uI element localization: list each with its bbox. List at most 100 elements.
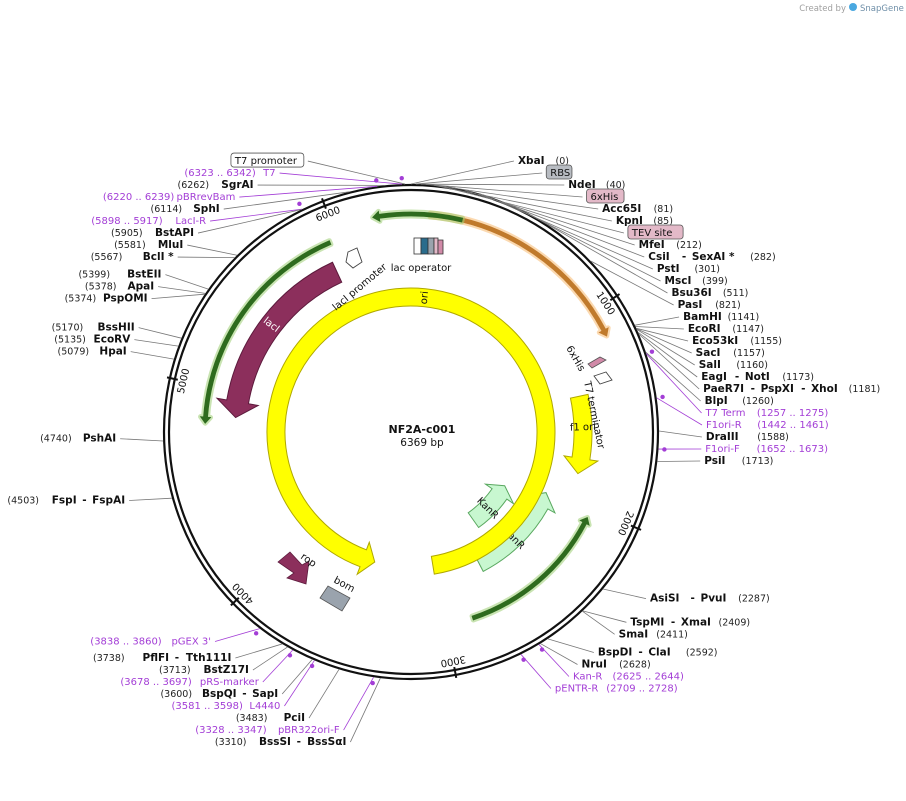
site-pshai-name: PshAI xyxy=(83,433,116,445)
site-bsssi-position: (3310) xyxy=(215,737,247,748)
boxed-t7-promoter-label: T7 promoter xyxy=(234,156,298,167)
site-leader-line xyxy=(582,610,615,635)
primer-t7-term-range: (1257 .. 1275) xyxy=(757,408,829,419)
site-leader-line xyxy=(223,191,350,210)
site-pvui-name: PvuI xyxy=(701,593,727,605)
primer-mark xyxy=(539,647,545,652)
site-leader-line xyxy=(590,260,674,306)
primer-leader-line xyxy=(284,660,315,707)
site-name-separator: - xyxy=(671,616,675,628)
site-leader-line xyxy=(158,286,206,294)
site-leader-line xyxy=(151,293,205,300)
tick-mark xyxy=(230,597,240,607)
site-leader-line xyxy=(505,202,661,282)
site-smai-name: SmaI xyxy=(619,628,649,640)
site-leader-line xyxy=(636,329,695,366)
site-bcli-position: (5567) xyxy=(91,252,123,263)
site-bspqi-position: (3600) xyxy=(160,689,192,700)
site-ecori-name: EcoRI xyxy=(688,323,721,335)
site-mfei-position: (212) xyxy=(676,240,702,251)
feature-arrow xyxy=(471,516,590,621)
site-psti-name: PstI xyxy=(657,263,680,275)
site-leader-line xyxy=(410,160,515,185)
primer-mark xyxy=(287,653,293,658)
tick-mark xyxy=(321,198,327,210)
site-eco53ki-name: Eco53kI xyxy=(692,335,738,347)
sixhis-small-feature xyxy=(587,356,607,369)
site-bsu36i-name: Bsu36I xyxy=(671,287,711,299)
tick-label: 3000 xyxy=(440,653,467,668)
site-leader-line xyxy=(129,497,173,501)
site-apai-name: ApaI xyxy=(127,281,154,293)
site-msci-name: MscI xyxy=(665,275,692,287)
site-blpi-position: (1260) xyxy=(742,396,774,407)
primer-leader-line xyxy=(520,654,552,689)
site-nrui-position: (2628) xyxy=(619,660,651,671)
primer-leader-line xyxy=(343,676,374,731)
primer-pbr322ori-f-range: (3328 .. 3347) xyxy=(195,725,267,736)
site-leader-line xyxy=(120,438,164,442)
site-acc65i-name: Acc65I xyxy=(602,203,641,215)
primer-mark xyxy=(660,394,665,400)
site-name-separator: - xyxy=(297,736,301,748)
lac-operator-label: lac operator xyxy=(391,263,452,274)
site-kpni-position: (85) xyxy=(653,216,673,227)
feature-f1-ori-label: f1 ori xyxy=(570,422,596,434)
site-paer7i-position: (1181) xyxy=(849,384,881,395)
site-saci-name: SacI xyxy=(696,347,721,359)
site-csii-name: CsiI xyxy=(648,251,669,263)
site-pspomi-position: (5374) xyxy=(65,294,97,305)
site-eagi-position: (1173) xyxy=(782,372,814,383)
site-leader-line xyxy=(636,327,689,342)
site-leader-line xyxy=(425,184,583,198)
site-pasi-name: PasI xyxy=(678,299,703,311)
site-bsss-i-name: BssSαI xyxy=(307,736,346,748)
tick-mark xyxy=(453,666,458,679)
site-pflfi-name: PflFI xyxy=(143,652,170,664)
plasmid-length: 6369 bp xyxy=(400,437,444,449)
site-blpi-name: BlpI xyxy=(705,395,728,407)
site-bamhi-position: (1141) xyxy=(728,312,760,323)
site-noti-name: NotI xyxy=(745,371,770,383)
site-bspqi-name: BspQI xyxy=(202,688,237,700)
site-leader-line xyxy=(134,339,179,347)
site-leader-line xyxy=(478,193,645,258)
site-leader-line xyxy=(540,643,578,665)
site-apai-position: (5378) xyxy=(85,282,117,293)
site-ecori-position: (1147) xyxy=(732,324,764,335)
boxed-tev-site xyxy=(627,224,684,240)
site-name-separator: - xyxy=(82,494,86,506)
site-psti-position: (301) xyxy=(694,264,720,275)
site-pasi-position: (821) xyxy=(715,300,741,311)
feature-arrow xyxy=(199,240,332,424)
label-leader-lines xyxy=(120,160,703,743)
feature-arrow xyxy=(372,210,464,223)
tick-mark xyxy=(609,293,621,302)
site-bsssi-name: BssSI xyxy=(259,736,291,748)
site-leader-line xyxy=(307,160,406,185)
site-xbai-name: XbaI xyxy=(518,155,545,167)
primer-mark xyxy=(253,631,259,636)
primer-leader-line xyxy=(239,185,378,198)
backbone-outer-ring xyxy=(162,183,660,681)
primer-kan-r-range: (2625 .. 2644) xyxy=(612,672,684,683)
site-leader-line xyxy=(636,328,692,354)
feature-arrow xyxy=(429,212,609,337)
primer-mark xyxy=(370,680,375,686)
tick-mark xyxy=(166,376,178,381)
primer-kan-r-name: Kan-R xyxy=(573,672,602,683)
tick-mark xyxy=(630,524,642,531)
primer-pbr322ori-f-name: pBR322ori-F xyxy=(278,725,340,736)
site-leader-line xyxy=(638,333,700,390)
primer-l4440-name: L4440 xyxy=(249,701,280,712)
site-kpni-name: KpnI xyxy=(616,215,643,227)
site-name-separator: - xyxy=(242,688,246,700)
site-sali-position: (1160) xyxy=(736,360,768,371)
primer-pgex-3-name: pGEX 3' xyxy=(171,636,211,647)
feature-ori-arrow xyxy=(266,287,556,576)
site-leader-line xyxy=(547,638,594,653)
feature-laci-arrow xyxy=(215,261,343,419)
boxed-t7-promoter xyxy=(230,152,305,168)
